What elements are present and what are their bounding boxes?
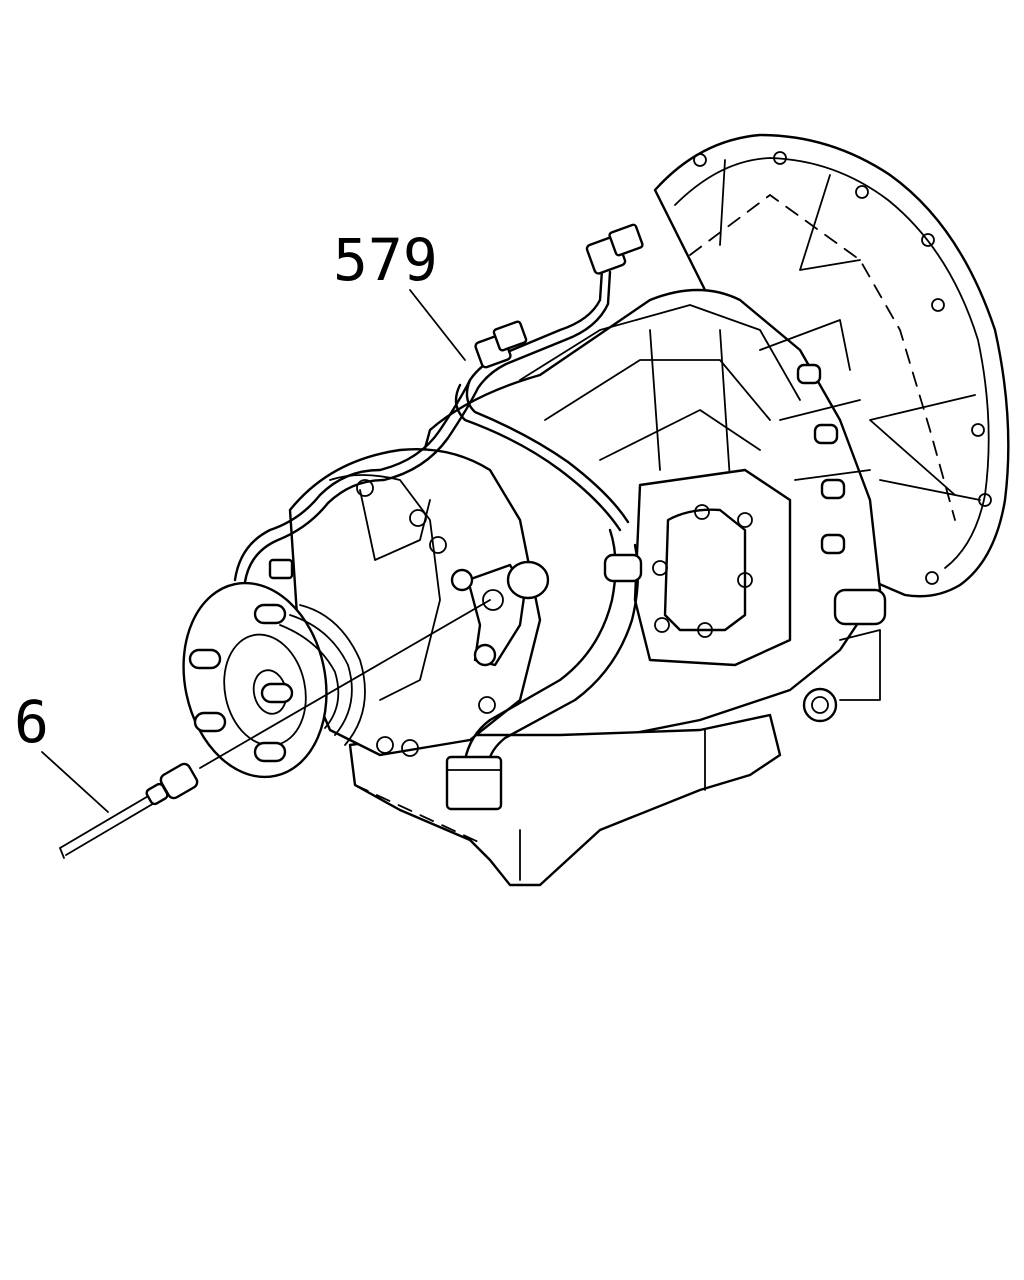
leader-line-6	[41, 751, 109, 813]
bell-housing	[653, 133, 1010, 598]
speedometer-cable	[59, 599, 491, 859]
callout-label-579: 579	[333, 226, 438, 294]
callout-label-6: 6	[14, 688, 49, 756]
leader-line-579	[409, 289, 466, 361]
selector-linkage	[450, 560, 550, 667]
harness-tube	[233, 223, 644, 584]
extension-housing	[288, 448, 542, 757]
side-cover-plate	[633, 468, 792, 667]
cooler-hose	[445, 528, 643, 811]
output-flange	[182, 581, 366, 779]
